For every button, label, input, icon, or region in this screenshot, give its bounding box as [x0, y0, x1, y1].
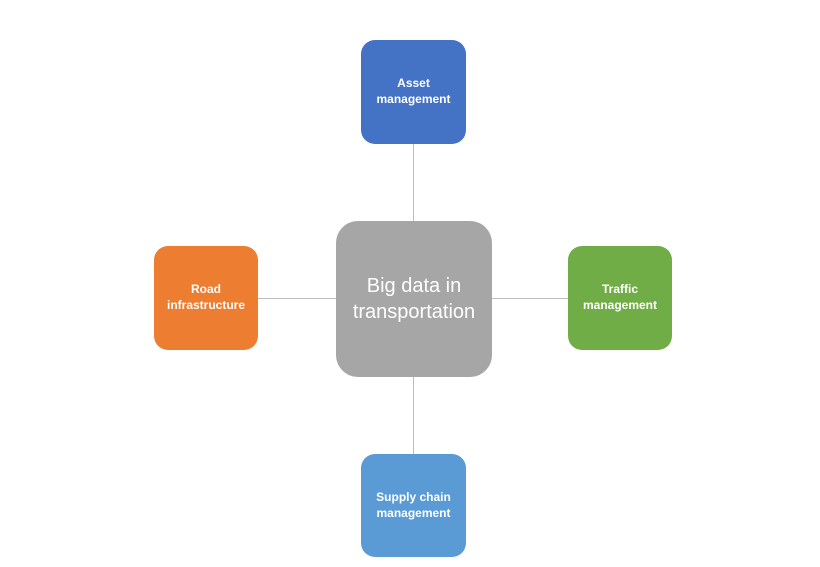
center-node: Big data in transportation [336, 221, 492, 377]
connector-left [258, 298, 336, 299]
connector-right [492, 298, 568, 299]
supply-chain-management-label: Supply chain management [376, 489, 451, 520]
center-node-label: Big data in transportation [352, 275, 476, 323]
traffic-management-label: Traffic management [582, 282, 658, 312]
asset-management-node: Asset management [361, 40, 466, 144]
asset-management-label: Asset management [376, 76, 451, 106]
supply-chain-management-node: Supply chain management [361, 454, 466, 557]
traffic-management-node: Traffic management [568, 246, 672, 350]
road-infrastructure-label: Road infrastructure [166, 282, 246, 312]
road-infrastructure-node: Road infrastructure [154, 246, 258, 350]
connector-bottom [413, 377, 414, 454]
connector-top [413, 144, 414, 221]
